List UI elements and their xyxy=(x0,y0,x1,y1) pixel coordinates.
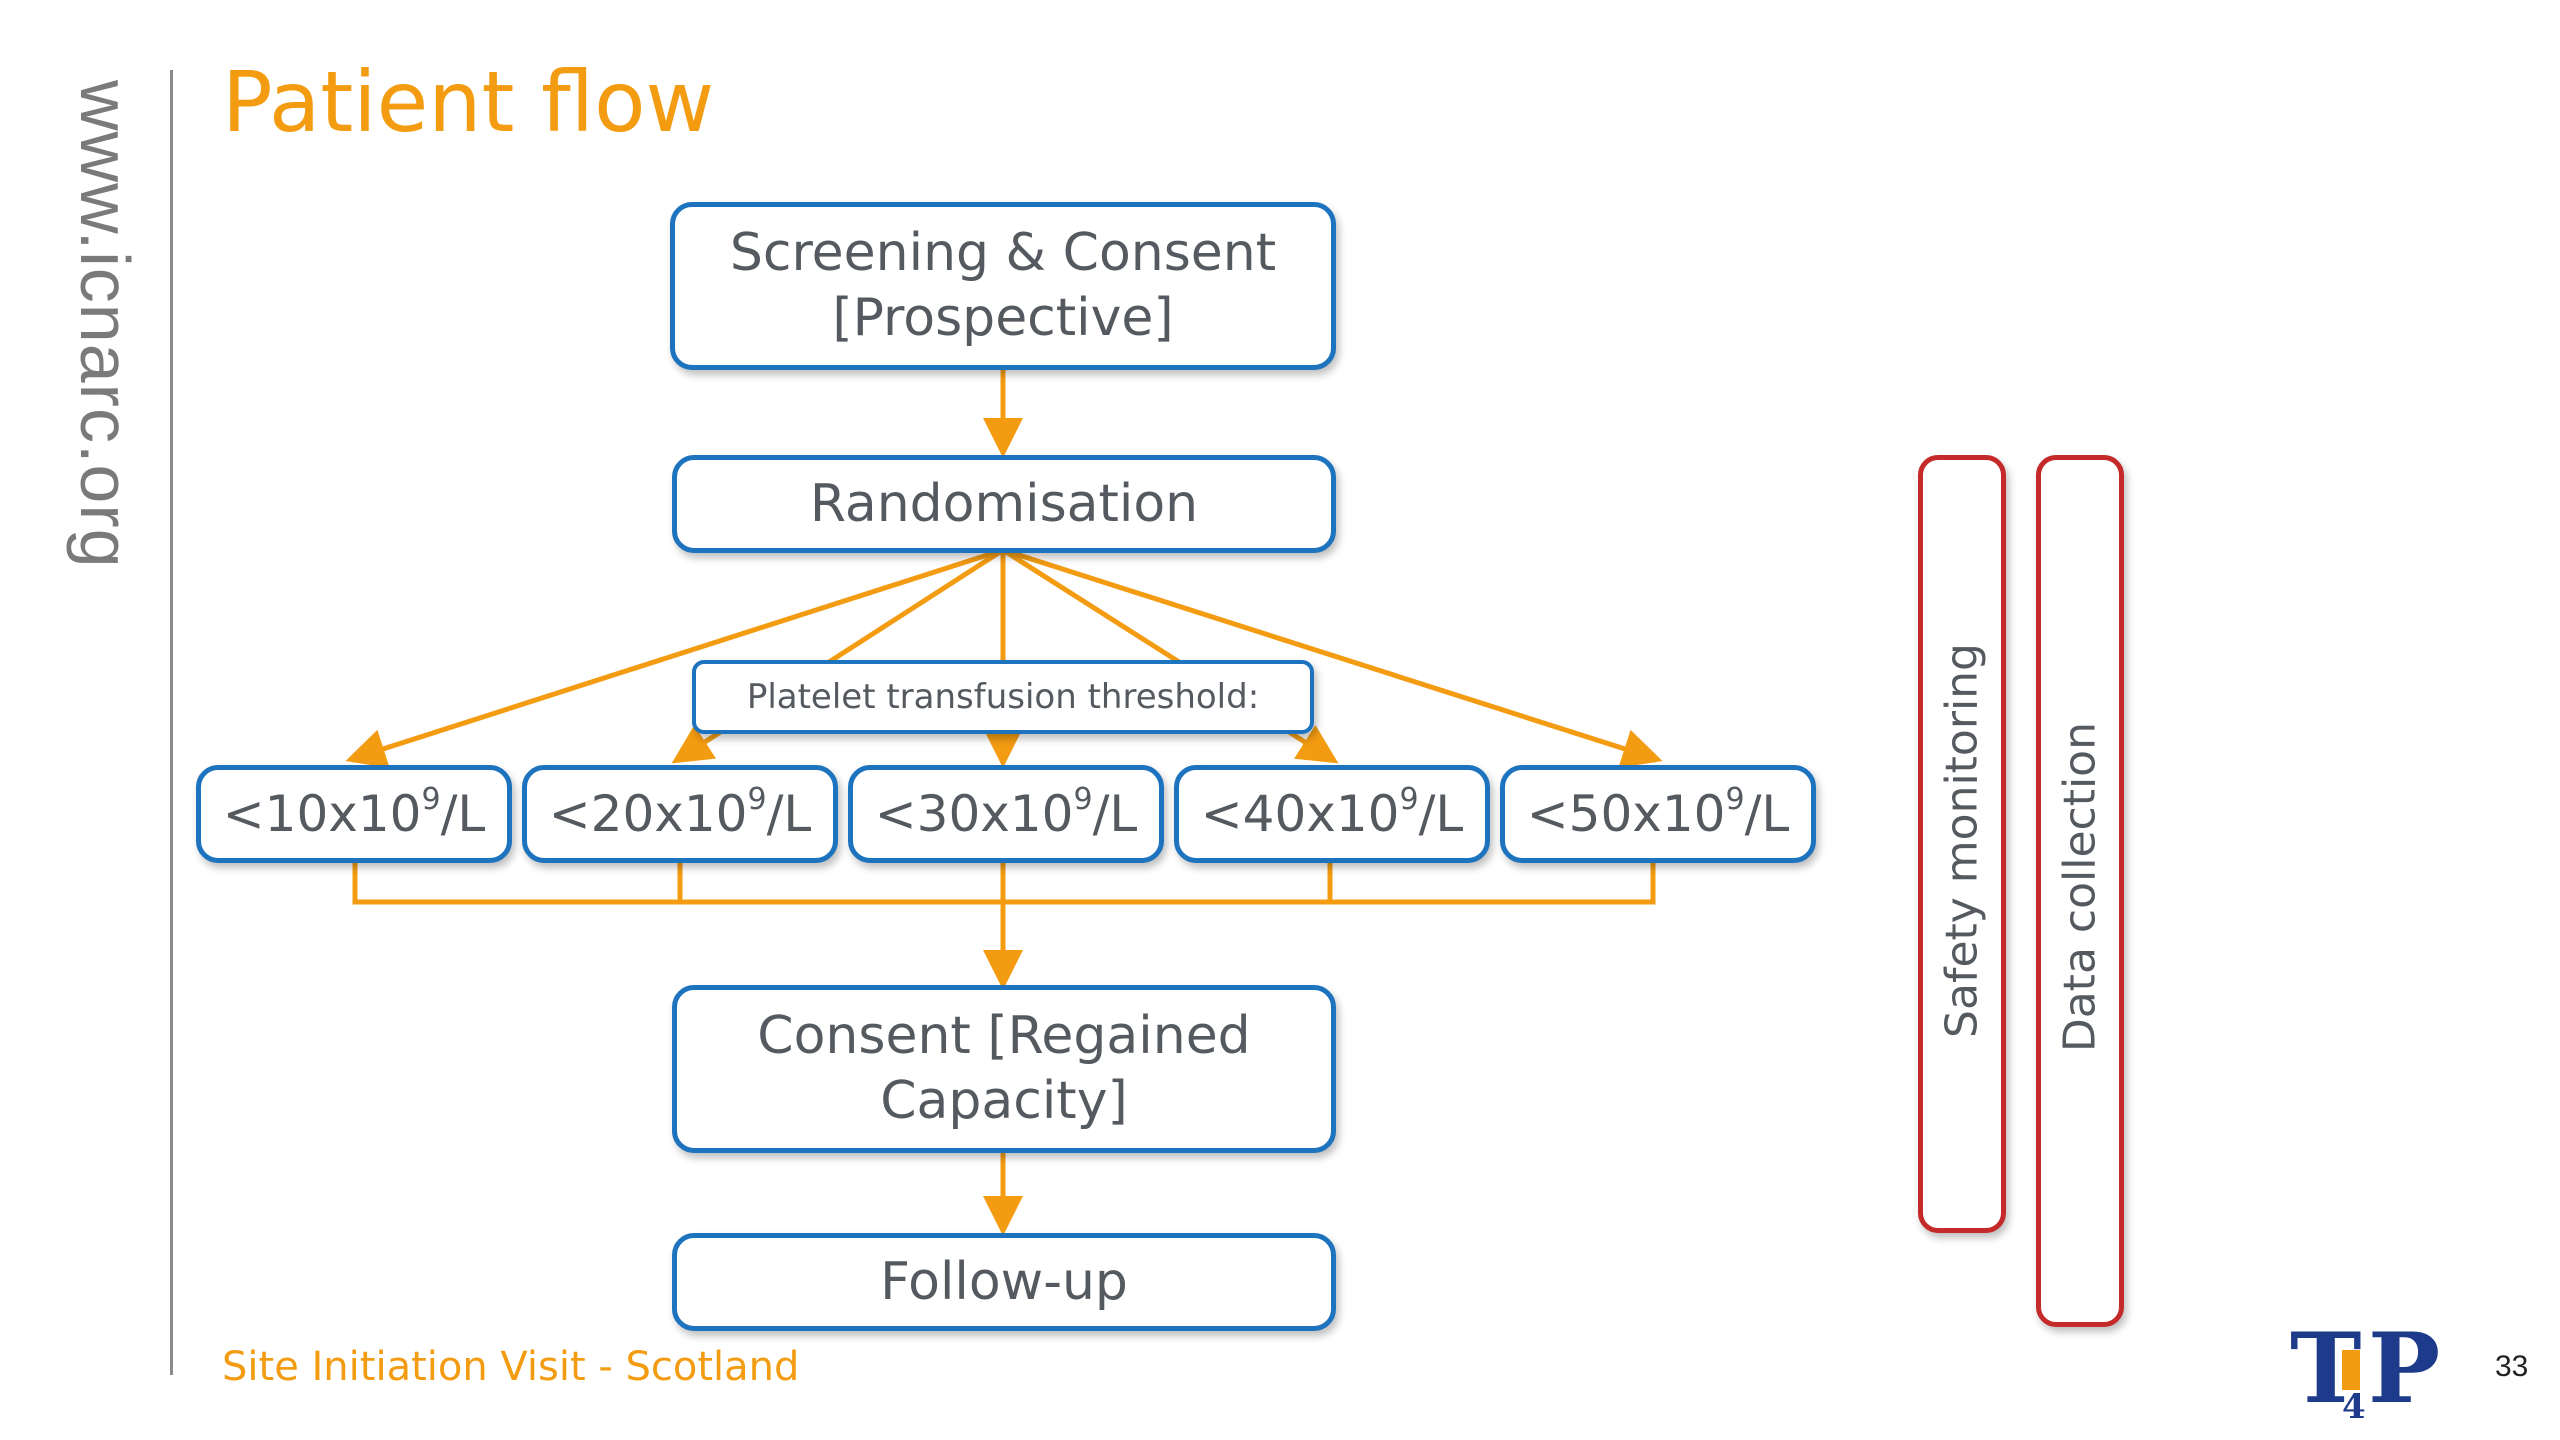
threshold-box-20: <20x109/L xyxy=(522,765,838,863)
threshold-box-40: <40x109/L xyxy=(1174,765,1490,863)
screening-line1: Screening & Consent xyxy=(729,223,1277,283)
threshold-box-10: <10x109/L xyxy=(196,765,512,863)
logo-4: 4 xyxy=(2342,1387,2366,1420)
footer-text: Site Initiation Visit - Scotland xyxy=(222,1344,800,1390)
website-url: www.icnarc.org xyxy=(66,80,144,569)
page-number: 33 xyxy=(2495,1350,2529,1383)
safety-monitoring-box: Safety monitoring xyxy=(1918,455,2006,1233)
arrow-to-threshold-10 xyxy=(345,547,1004,768)
threshold-box-50: <50x109/L xyxy=(1500,765,1816,863)
followup-box: Follow-up xyxy=(672,1233,1336,1331)
screening-line2: [Prospective] xyxy=(832,288,1174,348)
followup-label: Follow-up xyxy=(880,1251,1128,1312)
randomisation-label: Randomisation xyxy=(809,473,1199,534)
threshold-value: <10x109/L xyxy=(222,782,486,843)
threshold-value: <40x109/L xyxy=(1200,782,1464,843)
screening-consent-box: Screening & Consent [Prospective] xyxy=(670,202,1336,370)
threshold-box-30: <30x109/L xyxy=(848,765,1164,863)
threshold-value: <50x109/L xyxy=(1526,782,1790,843)
arrow-to-threshold-50 xyxy=(1002,547,1663,768)
threshold-value: <30x109/L xyxy=(874,782,1138,843)
logo-p: P xyxy=(2368,1320,2440,1420)
threshold-value: <20x109/L xyxy=(548,782,812,843)
consent-line1: Consent [Regained xyxy=(757,1006,1251,1066)
threshold-header-label: Platelet transfusion threshold: xyxy=(746,676,1260,717)
threshold-header-box: Platelet transfusion threshold: xyxy=(692,660,1314,734)
safety-monitoring-label: Safety monitoring xyxy=(1936,643,1988,1038)
t4p-logo: T 4 P xyxy=(2290,1320,2440,1420)
data-collection-label: Data collection xyxy=(2054,721,2106,1052)
consent-line2: Capacity] xyxy=(880,1071,1128,1131)
randomisation-box: Randomisation xyxy=(672,455,1336,553)
page-title: Patient flow xyxy=(222,53,715,151)
data-collection-box: Data collection xyxy=(2036,455,2124,1327)
sidebar-divider xyxy=(170,70,173,1375)
consent-regained-box: Consent [Regained Capacity] xyxy=(672,985,1336,1153)
